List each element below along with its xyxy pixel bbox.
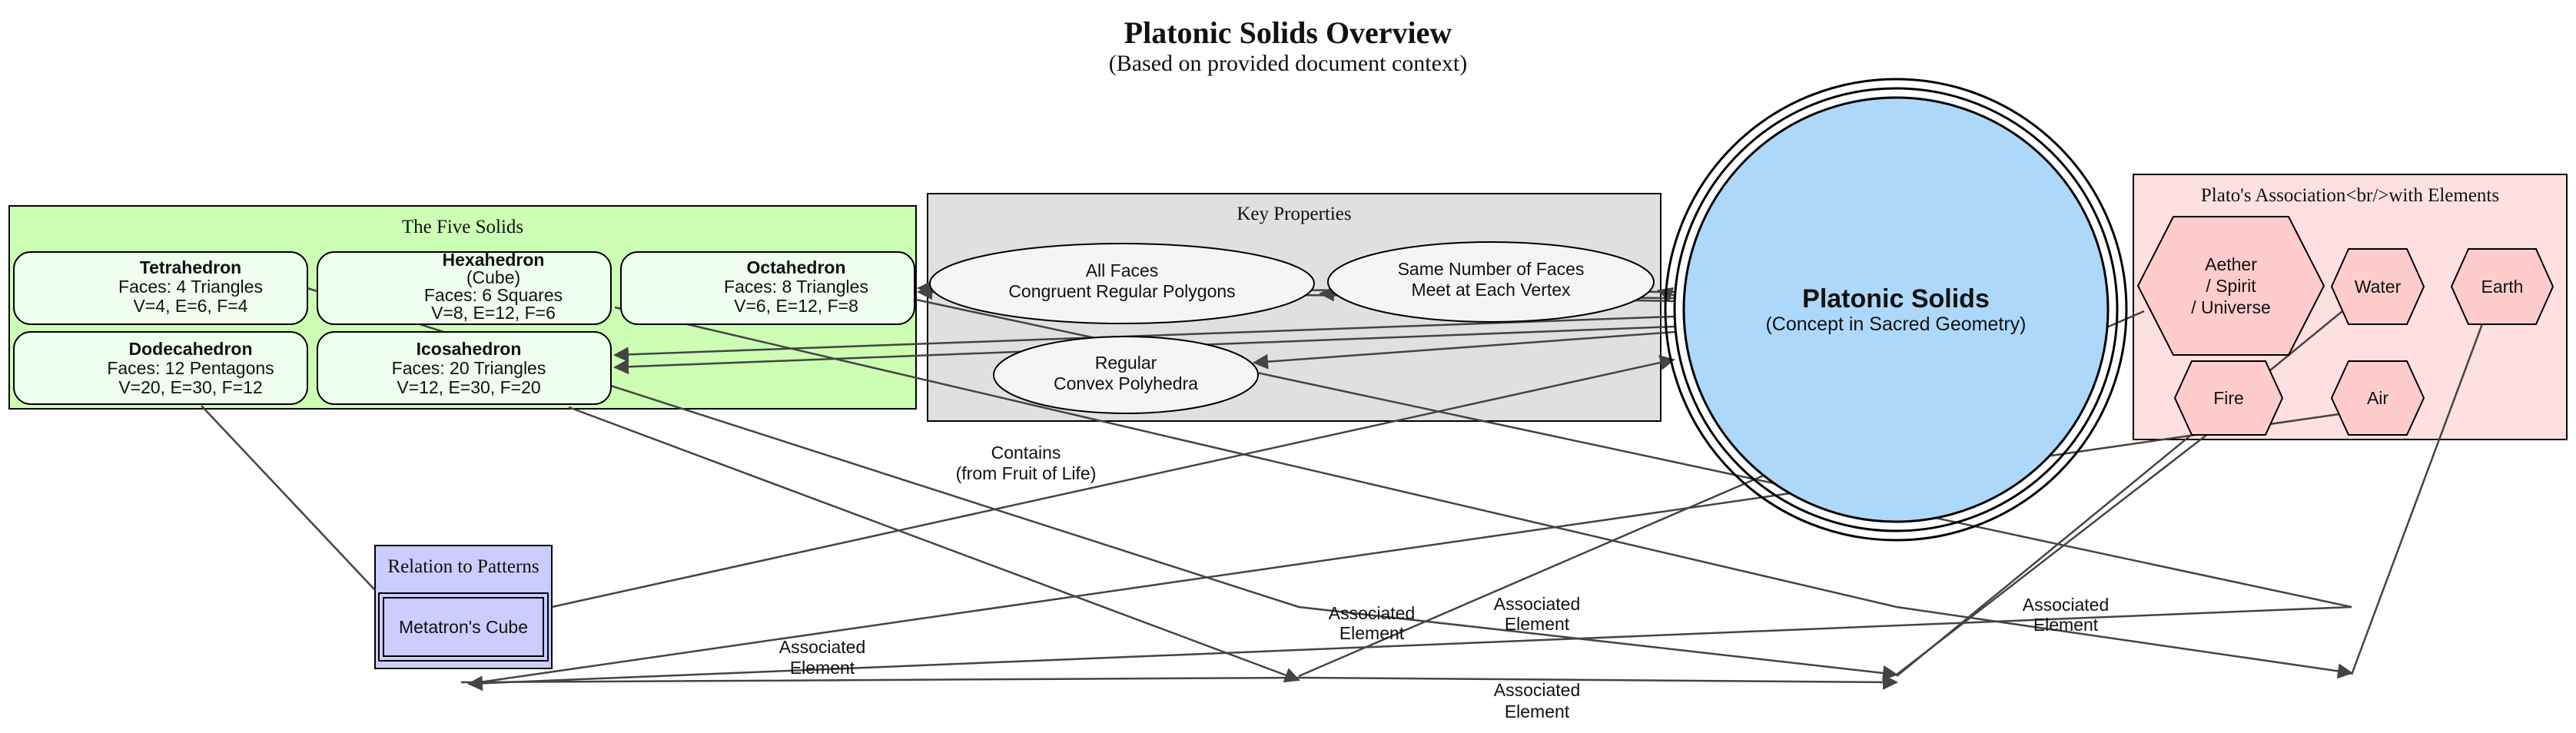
- solid-icosahedron: Icosahedron Faces: 20 Triangles V=12, E=…: [317, 331, 612, 405]
- edge-label-text: Element: [1505, 701, 1570, 721]
- property-text: Convex Polyhedra: [1054, 373, 1198, 393]
- property-text: Congruent Regular Polygons: [1008, 281, 1235, 301]
- edge-label-text: Element: [1339, 623, 1405, 643]
- edge-label-associated-1: Associated Element: [1329, 603, 1416, 643]
- element-air: Air: [2330, 360, 2425, 436]
- solid-name: Octahedron: [746, 257, 845, 277]
- edge-hexa-earth: [614, 306, 2353, 679]
- solid-detail: V=12, E=30, F=20: [397, 377, 540, 397]
- solid-detail: Faces: 12 Pentagons: [107, 358, 274, 378]
- property-text: Regular: [1095, 353, 1157, 373]
- edge-dodeca-metatron: [201, 405, 376, 591]
- property-text: All Faces: [1086, 260, 1159, 280]
- edge-octa-air: [467, 298, 2352, 692]
- edge-label-text: Element: [790, 658, 855, 678]
- element-text: Aether: [2205, 254, 2257, 274]
- solid-hexahedron: Hexahedron (Cube) Faces: 6 Squares V=8, …: [317, 250, 612, 325]
- edge-label-text: Element: [2033, 615, 2099, 635]
- edge-label-text: Element: [1505, 614, 1570, 634]
- property-text: Meet at Each Vertex: [1411, 280, 1571, 300]
- solid-tetrahedron: Tetrahedron Faces: 4 Triangles V=4, E=6,…: [13, 251, 308, 325]
- pattern-label: Metatron's Cube: [399, 617, 528, 637]
- edge-fire-line: [1896, 420, 2226, 675]
- cluster-label-elements: Plato's Association<br/>with Elements: [2201, 185, 2499, 206]
- central-title: Platonic Solids: [1802, 284, 1990, 313]
- element-text: Air: [2367, 388, 2388, 408]
- pattern-metatrons-cube: Metatron's Cube: [378, 592, 549, 662]
- diagram-title: Platonic Solids Overview: [1124, 15, 1452, 50]
- edge-air-line: [468, 406, 2388, 685]
- solid-detail: (Cube): [466, 267, 520, 287]
- cluster-label-properties: Key Properties: [1237, 204, 1351, 224]
- solid-dodecahedron: Dodecahedron Faces: 12 Pentagons V=20, E…: [13, 331, 308, 405]
- solid-name: Hexahedron: [443, 250, 545, 270]
- edge-label-associated-3: Associated Element: [2023, 595, 2110, 635]
- edge-label-text: Associated: [1494, 594, 1581, 614]
- solid-detail: V=8, E=12, F=6: [431, 303, 556, 323]
- edge-label-text: (from Fruit of Life): [956, 463, 1097, 483]
- solid-octahedron: Octahedron Faces: 8 Triangles V=6, E=12,…: [620, 251, 915, 325]
- element-earth: Earth: [2450, 248, 2554, 325]
- edge-label-text: Associated: [779, 637, 866, 657]
- property-same-faces: Same Number of Faces Meet at Each Vertex: [1327, 241, 1655, 323]
- central-node-platonic-solids: Platonic Solids (Concept in Sacred Geome…: [1664, 78, 2128, 542]
- edge-label-text: Associated: [1494, 680, 1581, 700]
- edge-label-text: Contains: [991, 443, 1061, 463]
- central-subtitle: (Concept in Sacred Geometry): [1765, 313, 2026, 335]
- property-text: Same Number of Faces: [1398, 259, 1585, 279]
- diagram-subtitle: (Based on provided document context): [1109, 51, 1468, 76]
- edge-tetra-fire: [307, 287, 1898, 681]
- edge-dodeca-aether: [460, 674, 1898, 690]
- element-water: Water: [2330, 248, 2425, 325]
- edge-central-regular: [1253, 330, 1676, 370]
- property-regular-convex: Regular Convex Polyhedra: [993, 336, 1259, 414]
- element-text: / Spirit: [2206, 276, 2256, 296]
- solid-detail: V=4, E=6, F=4: [134, 296, 248, 316]
- solid-name: Icosahedron: [417, 339, 522, 359]
- edge-label-associated-4: Associated Element: [779, 637, 866, 678]
- edge-label-text: Associated: [1329, 603, 1416, 623]
- cluster-label-solids: The Five Solids: [402, 217, 523, 237]
- element-aether: Aether / Spirit / Universe: [2136, 216, 2325, 356]
- edge-label-associated-5: Associated Element: [1494, 680, 1581, 721]
- element-text: / Universe: [2191, 297, 2271, 317]
- element-text: Fire: [2213, 388, 2244, 408]
- edge-label-associated-2: Associated Element: [1494, 594, 1581, 634]
- cluster-label-patterns: Relation to Patterns: [387, 556, 539, 577]
- solid-detail: V=20, E=30, F=12: [118, 377, 262, 397]
- solid-detail: Faces: 4 Triangles: [118, 277, 263, 297]
- element-fire: Fire: [2173, 360, 2284, 436]
- solid-detail: Faces: 6 Squares: [424, 285, 563, 305]
- solid-name: Tetrahedron: [140, 257, 241, 277]
- solid-name: Dodecahedron: [128, 339, 252, 359]
- element-text: Water: [2355, 277, 2402, 297]
- edge-label-contains: Contains (from Fruit of Life): [956, 443, 1097, 483]
- element-text: Earth: [2481, 277, 2524, 297]
- edge-earth-line: [2350, 282, 2499, 675]
- edge-label-text: Associated: [2023, 595, 2110, 615]
- edge-icosa-water: [568, 406, 1300, 683]
- solid-detail: Faces: 20 Triangles: [392, 358, 546, 378]
- property-all-faces: All Faces Congruent Regular Polygons: [929, 243, 1315, 324]
- edge-metatron-central: [551, 355, 1675, 609]
- solid-detail: V=6, E=12, F=8: [734, 296, 858, 316]
- solid-detail: Faces: 8 Triangles: [724, 277, 868, 297]
